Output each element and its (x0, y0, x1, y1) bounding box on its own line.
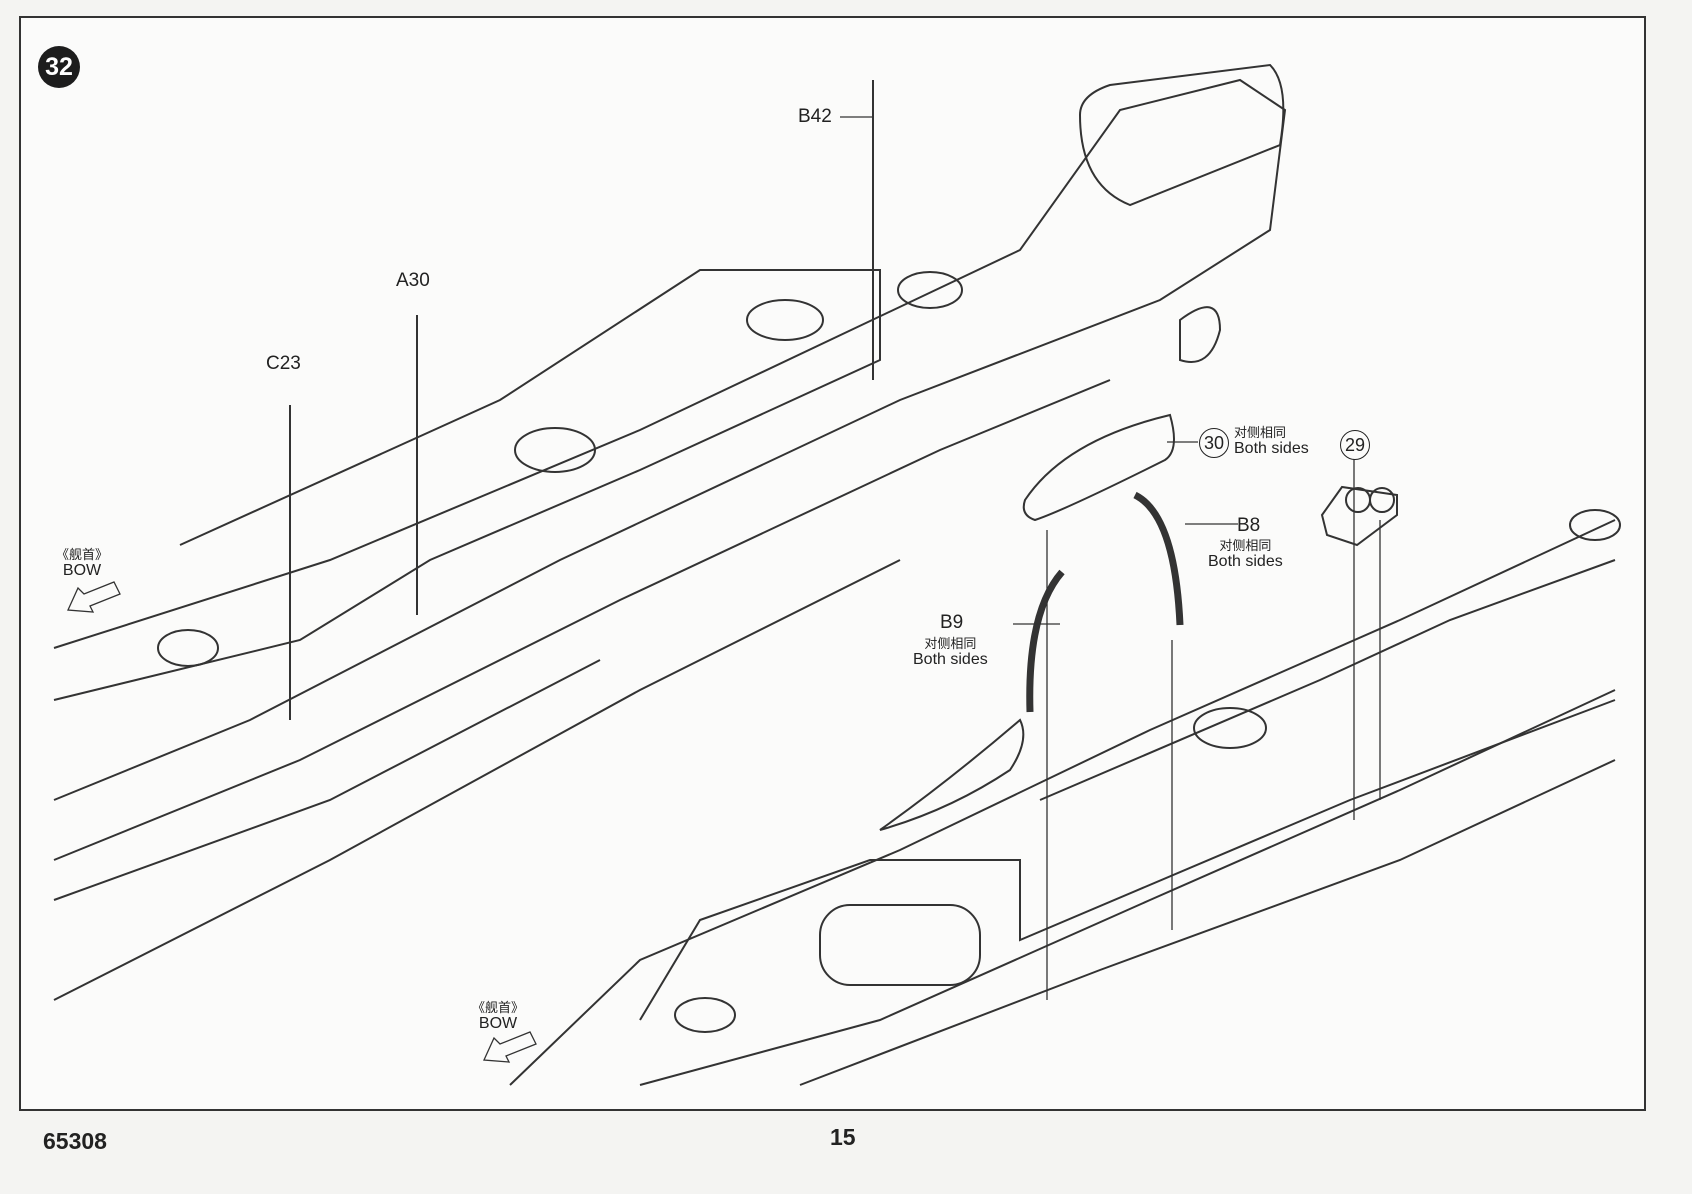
leader-lines (840, 116, 1381, 1000)
note-cn: 对侧相同 (924, 636, 977, 651)
bow-label-cn: 《舰首》 (472, 1000, 525, 1015)
note-en: Both sides (1234, 440, 1309, 457)
bow-label-en: BOW (478, 1015, 518, 1032)
ship-hull-lower (509, 509, 1621, 1086)
note-cn: 对侧相同 (1234, 425, 1287, 440)
bow-label-en: BOW (62, 562, 102, 579)
bow-indicator-upper: 《舰首》 BOW (56, 547, 108, 579)
part-label-b42: B42 (798, 106, 832, 127)
part-davit-b9 (1026, 569, 1065, 713)
part-label-a30: A30 (396, 270, 430, 291)
part-winch (1320, 485, 1398, 547)
note-both-sides-30: 对侧相同 Both sides (1234, 425, 1309, 457)
kit-number: 65308 (43, 1128, 107, 1154)
subassembly-ref-29: 29 (1340, 430, 1370, 460)
note-both-sides-b8: 对侧相同 Both sides (1208, 538, 1283, 570)
page-number: 15 (830, 1124, 856, 1150)
bow-indicator-lower: 《舰首》 BOW (472, 1000, 524, 1032)
part-lifeboat (1022, 413, 1175, 522)
note-en: Both sides (1208, 553, 1283, 570)
bow-arrow-upper (67, 581, 121, 613)
note-en: Both sides (913, 651, 988, 668)
step-number-badge: 32 (38, 46, 80, 88)
part-label-b9: B9 (940, 612, 964, 633)
part-davit-b8 (1133, 491, 1184, 626)
bow-arrow-lower (483, 1031, 537, 1063)
subassembly-ref-30: 30 (1199, 428, 1229, 458)
part-label-c23: C23 (266, 353, 301, 374)
note-both-sides-b9: 对侧相同 Both sides (913, 636, 988, 668)
part-label-b8: B8 (1237, 515, 1261, 536)
note-cn: 对侧相同 (1219, 538, 1272, 553)
ship-hull-upper (53, 63, 1287, 1001)
bow-label-cn: 《舰首》 (56, 547, 109, 562)
